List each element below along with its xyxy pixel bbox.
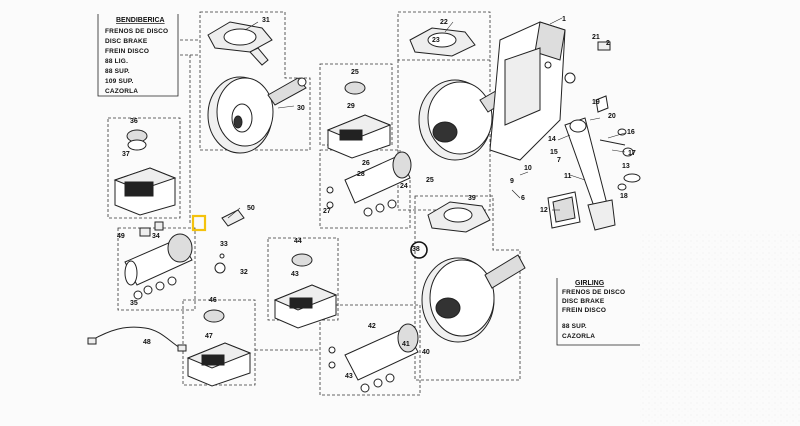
black-circle-marker xyxy=(410,241,428,259)
sensor-cable xyxy=(87,326,187,352)
bendiberica-line-6: 109 SUP. xyxy=(105,78,134,85)
label-40: 40 xyxy=(422,349,430,356)
label-24: 24 xyxy=(400,183,408,190)
girling-info-box: GIRLING FRENOS DE DISCO DISC BRAKE FREIN… xyxy=(556,278,640,346)
frame-left-master-cylinder xyxy=(117,227,196,311)
label-19: 19 xyxy=(592,99,600,106)
part-32-33 xyxy=(214,253,226,274)
part-number-labels: 31 30 36 37 49 34 33 32 35 50 48 46 47 44 43 42 41 40 43 25… xyxy=(117,16,636,380)
reservoir-44 xyxy=(273,253,338,329)
label-12: 12 xyxy=(540,207,548,214)
label-31: 31 xyxy=(262,17,270,24)
label-1: 1 xyxy=(562,16,566,23)
bendiberica-line-7: CAZORLA xyxy=(105,88,138,95)
label-10: 10 xyxy=(524,165,532,172)
pedal-bracket xyxy=(489,21,576,161)
bendiberica-line-2: DISC BRAKE xyxy=(105,38,148,45)
girling-line-4: 88 SUP. xyxy=(562,323,587,330)
label-50: 50 xyxy=(247,205,255,212)
girling-title: GIRLING xyxy=(575,280,605,287)
left-servo-booster xyxy=(207,76,307,154)
label-11: 11 xyxy=(564,173,572,180)
label-37: 37 xyxy=(122,151,130,158)
frame-reservoir-46 xyxy=(182,299,256,386)
label-25-lower: 25 xyxy=(426,177,434,184)
center-master-cylinder xyxy=(326,151,412,217)
brake-pedal xyxy=(547,117,616,231)
girling-line-2: DISC BRAKE xyxy=(562,298,605,305)
label-43-bottom: 43 xyxy=(345,373,353,380)
frame-left-reservoir xyxy=(107,117,181,219)
label-36: 36 xyxy=(130,118,138,125)
girling-line-1: FRENOS DE DISCO xyxy=(562,289,625,296)
center-reservoir xyxy=(326,81,392,159)
label-46: 46 xyxy=(209,297,217,304)
label-44: 44 xyxy=(294,238,302,245)
frame-left-booster xyxy=(199,11,311,151)
label-38: 38 xyxy=(412,246,420,253)
label-43: 43 xyxy=(291,271,299,278)
bendiberica-line-5: 88 SUP. xyxy=(105,68,130,75)
label-6: 6 xyxy=(521,195,525,202)
girling-servo-booster xyxy=(421,201,526,343)
label-42: 42 xyxy=(368,323,376,330)
bendiberica-line-1: FRENOS DE DISCO xyxy=(105,28,168,35)
label-48: 48 xyxy=(143,339,151,346)
frame-girling-booster xyxy=(414,195,521,381)
frame-center-reservoir xyxy=(319,63,393,146)
bendiberica-title: BENDIBERICA xyxy=(116,17,165,24)
girling-line-5: CAZORLA xyxy=(562,333,595,340)
label-49: 49 xyxy=(117,233,125,240)
label-17: 17 xyxy=(628,150,636,157)
leader-lines xyxy=(227,17,626,219)
label-7: 7 xyxy=(557,157,561,164)
label-33: 33 xyxy=(220,241,228,248)
label-26: 26 xyxy=(362,160,370,167)
label-39: 39 xyxy=(468,195,476,202)
label-23: 23 xyxy=(432,37,440,44)
label-32: 32 xyxy=(240,269,248,276)
scan-speckle xyxy=(640,230,800,426)
yellow-highlight-marker xyxy=(191,214,207,232)
bendiberica-line-4: 88 LIG. xyxy=(105,58,128,65)
frame-reservoir-44 xyxy=(267,237,339,321)
dashed-frames xyxy=(107,11,521,396)
bendiberica-line-3: FREIN DISCO xyxy=(105,48,149,55)
label-27: 27 xyxy=(323,208,331,215)
label-25: 25 xyxy=(351,69,359,76)
girling-line-3: FREIN DISCO xyxy=(562,307,606,314)
label-21: 21 xyxy=(592,34,600,41)
left-mounting-plate xyxy=(207,21,273,66)
label-35: 35 xyxy=(130,300,138,307)
bottom-master-cylinder xyxy=(328,323,419,393)
bendiberica-info-box: BENDIBERICA FRENOS DE DISCO DISC BRAKE F… xyxy=(97,14,179,97)
reservoir-46 xyxy=(186,309,252,387)
label-47: 47 xyxy=(205,333,213,340)
frame-bottom-master xyxy=(319,304,421,396)
small-pedal-parts xyxy=(595,41,641,191)
label-18: 18 xyxy=(620,193,628,200)
label-34: 34 xyxy=(152,233,160,240)
label-22: 22 xyxy=(440,19,448,26)
label-15: 15 xyxy=(550,149,558,156)
label-20: 20 xyxy=(608,113,616,120)
label-16: 16 xyxy=(627,129,635,136)
left-reservoir xyxy=(113,129,177,216)
label-14: 14 xyxy=(548,136,556,143)
part-50-switch xyxy=(221,209,245,227)
label-30: 30 xyxy=(297,105,305,112)
label-9: 9 xyxy=(510,178,514,185)
label-29: 29 xyxy=(347,103,355,110)
label-41: 41 xyxy=(402,341,410,348)
label-2: 2 xyxy=(606,40,610,47)
left-master-cylinder xyxy=(124,221,193,300)
label-28: 28 xyxy=(357,171,365,178)
label-13: 13 xyxy=(622,163,630,170)
